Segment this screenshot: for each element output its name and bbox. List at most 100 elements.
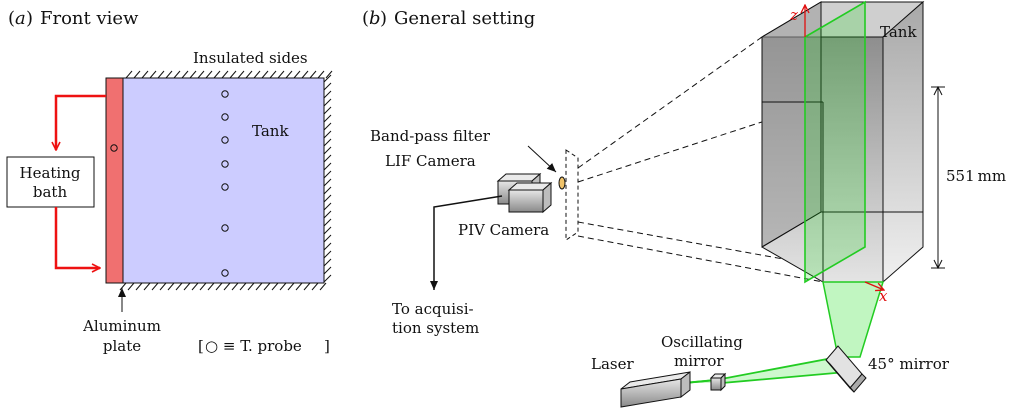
hatch-mark — [323, 266, 332, 275]
hatch-mark — [197, 70, 205, 79]
hatch-mark — [319, 282, 327, 291]
aluminum-label-line1: Aluminum — [82, 317, 161, 335]
hatch-mark — [191, 282, 199, 291]
hatch-mark — [271, 282, 279, 291]
aluminum-label-line2: plate — [103, 337, 141, 355]
heating-bath-line2: bath — [33, 183, 68, 201]
temperature-probes — [221, 90, 229, 277]
laser-fan-up — [822, 281, 885, 358]
hatch-mark — [165, 70, 173, 79]
panel-a-letter: a — [15, 8, 26, 29]
hatch-mark — [189, 70, 197, 79]
laser-sheet — [804, 0, 866, 284]
hatch-mark — [323, 234, 332, 243]
hatch-mark — [277, 70, 285, 79]
hatch-mark — [247, 282, 255, 291]
probe — [221, 160, 229, 168]
height-label: 551 mm — [946, 167, 1006, 185]
hatch-mark — [323, 178, 332, 187]
hatch-mark — [301, 70, 309, 79]
hatch-mark — [141, 70, 149, 79]
view-frustum — [565, 149, 579, 241]
hatch-mark — [309, 70, 317, 79]
acquisition-cable — [430, 195, 503, 290]
tank-label-b: Tank — [880, 23, 917, 41]
tank-label-a: Tank — [252, 122, 289, 140]
insulation-hatch-top — [125, 70, 333, 79]
hatch-mark — [245, 70, 253, 79]
hatch-mark — [133, 70, 141, 79]
mirror45-label: 45° mirror — [868, 355, 950, 373]
hatch-mark — [159, 282, 167, 291]
hatch-mark — [323, 138, 332, 147]
hatch-mark — [323, 90, 332, 99]
height-arrow-down — [933, 259, 943, 270]
plate-probe — [110, 144, 118, 152]
panel-a-label-open: ( — [8, 8, 15, 29]
hatch-mark — [323, 226, 332, 235]
hatch-mark — [269, 70, 277, 79]
oscillating-mirror-label-line2: mirror — [674, 352, 724, 370]
hatch-mark — [323, 218, 332, 227]
panel-a-title: Front view — [40, 8, 139, 29]
hatch-mark — [229, 70, 237, 79]
panel-b-label-open: ( — [362, 8, 369, 29]
panel-a-label-close: ) — [26, 8, 33, 29]
hatch-mark — [323, 242, 332, 251]
hatch-mark — [151, 282, 159, 291]
heating-arrow-down — [56, 94, 106, 150]
hatch-mark — [173, 70, 181, 79]
tank-3d — [760, 0, 925, 284]
laser-device — [620, 370, 691, 408]
hatch-mark — [323, 82, 332, 91]
hatch-mark — [323, 98, 332, 107]
hatch-mark — [205, 70, 213, 79]
hatch-mark — [323, 114, 332, 123]
hatch-mark — [253, 70, 261, 79]
hatch-mark — [143, 282, 151, 291]
insulation-hatch-right — [323, 74, 332, 283]
hatch-mark — [157, 70, 165, 79]
hatch-mark — [323, 186, 332, 195]
hatch-mark — [237, 70, 245, 79]
hatch-mark — [231, 282, 239, 291]
hatch-mark — [255, 282, 263, 291]
hatch-mark — [213, 70, 221, 79]
hatch-mark — [323, 154, 332, 163]
hatch-mark — [323, 202, 332, 211]
hatch-mark — [207, 282, 215, 291]
hatch-mark — [323, 74, 332, 83]
tank-hidden-edge — [761, 211, 822, 248]
hatch-mark — [317, 70, 325, 79]
laser-body — [620, 378, 682, 408]
hatch-mark — [323, 162, 332, 171]
height-arrow-up — [933, 85, 943, 96]
lif-camera-label: LIF Camera — [385, 152, 476, 170]
hatch-mark — [323, 250, 332, 259]
hatch-mark — [221, 70, 229, 79]
hatch-mark — [183, 282, 191, 291]
hatch-mark — [295, 282, 303, 291]
mirror45-bottom — [825, 359, 855, 393]
hatch-mark — [323, 258, 332, 267]
x-axis-arrow — [864, 281, 884, 290]
hatch-mark — [127, 282, 135, 291]
acquisition-label-line1: To acquisi- — [392, 300, 474, 318]
probe — [221, 269, 229, 277]
hatch-mark — [325, 70, 333, 79]
hatch-mark — [323, 146, 332, 155]
probe — [221, 224, 229, 232]
aluminum-plate — [105, 77, 124, 284]
heating-arrow-right — [54, 207, 100, 268]
hatch-mark — [215, 282, 223, 291]
hatch-mark — [181, 70, 189, 79]
hatch-mark — [303, 282, 311, 291]
panel-b: ( b ) General setting — [362, 0, 1006, 408]
oscillating-mirror-label-line1: Oscillating — [661, 333, 743, 351]
probe-legend-close: ] — [324, 337, 330, 355]
hatch-mark — [323, 106, 332, 115]
mirror-45 — [825, 345, 867, 393]
hatch-mark — [323, 130, 332, 139]
panel-b-letter: b — [369, 8, 381, 29]
